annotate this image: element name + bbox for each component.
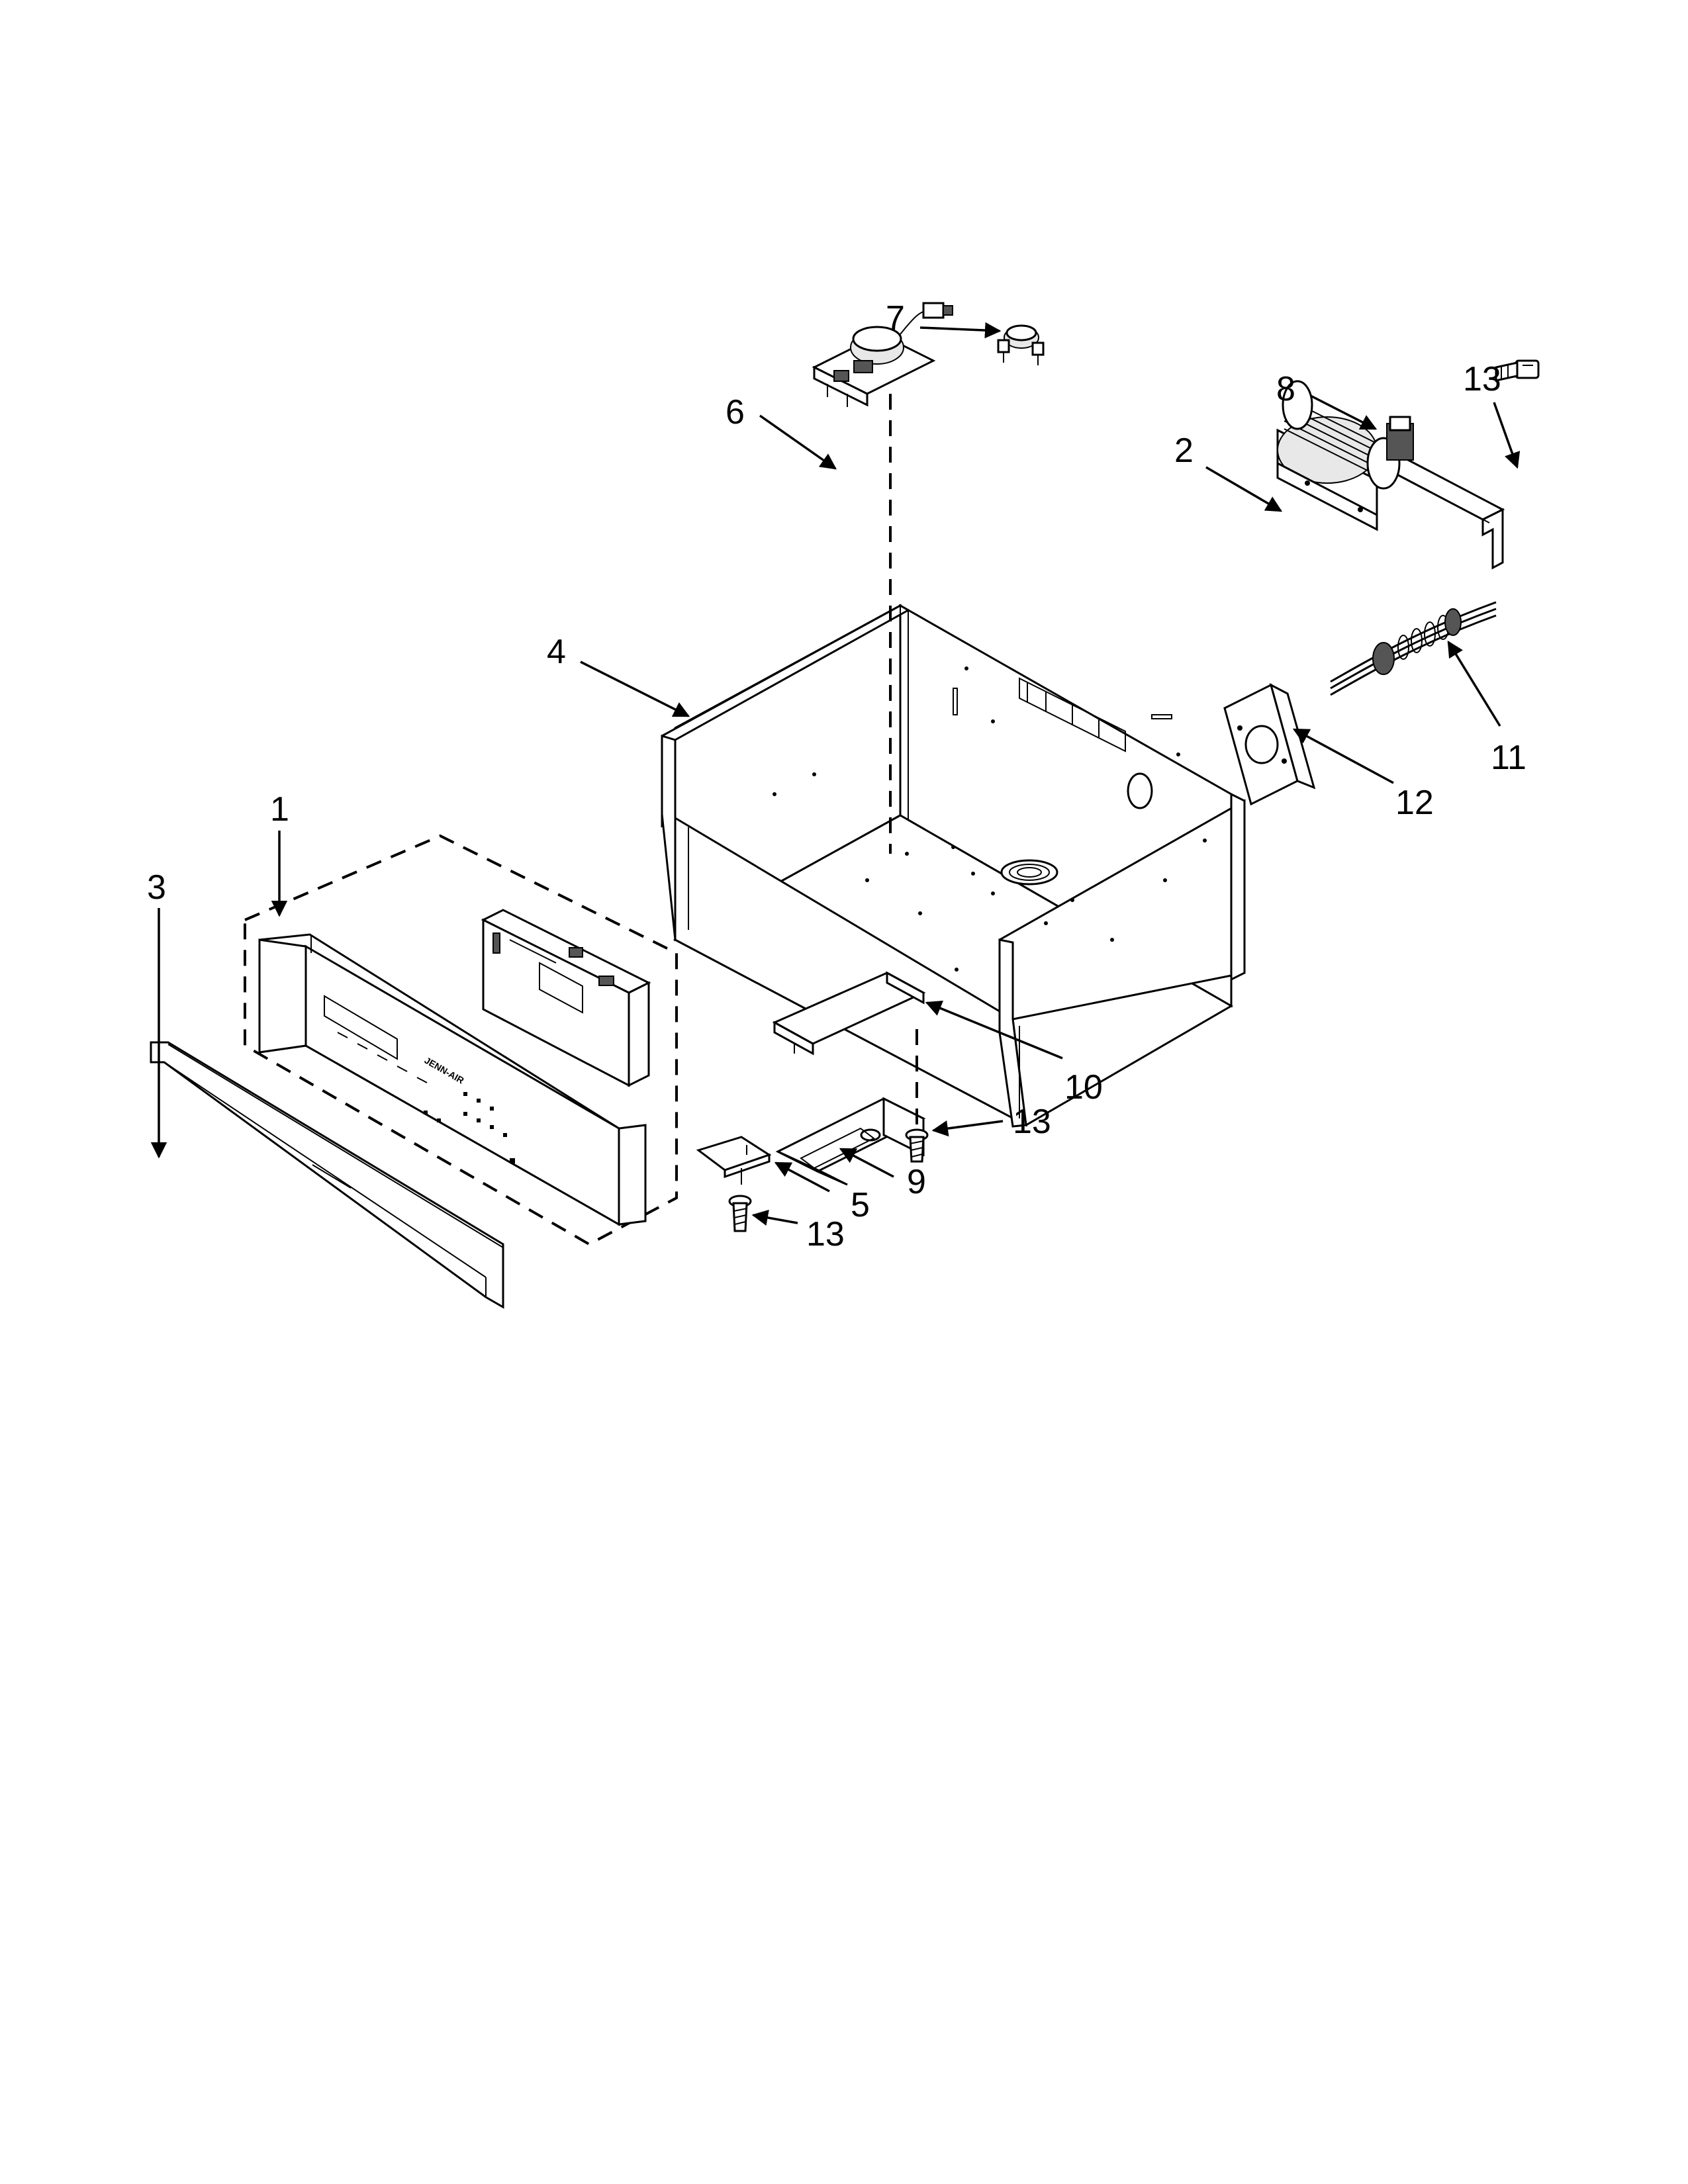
callout-9: 9	[907, 1163, 926, 1201]
callout-10: 10	[1064, 1068, 1103, 1107]
callout-4: 4	[547, 633, 566, 671]
callout-12: 12	[1395, 784, 1434, 822]
switch-assembly-part	[812, 302, 953, 407]
callout-3: 3	[147, 868, 166, 907]
callout-2: 2	[1174, 432, 1194, 470]
chassis-box-part	[661, 604, 1246, 1128]
blower-fan-part	[1276, 380, 1414, 531]
trim-strip-part	[150, 1041, 504, 1309]
gasket-plate-part	[1223, 683, 1316, 806]
callout-leaders	[150, 322, 1521, 1226]
duct-lower-part	[775, 1097, 926, 1186]
callout-13-middle: 13	[1013, 1103, 1051, 1141]
callout-8: 8	[1276, 370, 1295, 408]
callout-6: 6	[726, 393, 745, 432]
cover-plate-part	[696, 1136, 772, 1185]
screw-part-bottom	[728, 1195, 752, 1232]
callout-7: 7	[886, 299, 905, 338]
duct-cover-upper-part	[772, 971, 926, 1056]
callout-1: 1	[270, 790, 289, 829]
thermal-switch-part	[997, 324, 1045, 365]
screw-part-middle	[905, 1029, 929, 1163]
screw-part-top	[1495, 359, 1540, 382]
wire-harness-part	[1330, 601, 1497, 696]
callout-13-top: 13	[1463, 360, 1501, 398]
callout-labels: 7 6 8 13 2 4 11 12 1 3 10 13 9 5 13	[147, 299, 1526, 1253]
callout-13-bottom: 13	[806, 1215, 845, 1253]
callout-5: 5	[851, 1186, 870, 1224]
control-panel-assembly-part: JENN-AIR	[244, 834, 678, 1246]
callout-11: 11	[1491, 739, 1526, 777]
